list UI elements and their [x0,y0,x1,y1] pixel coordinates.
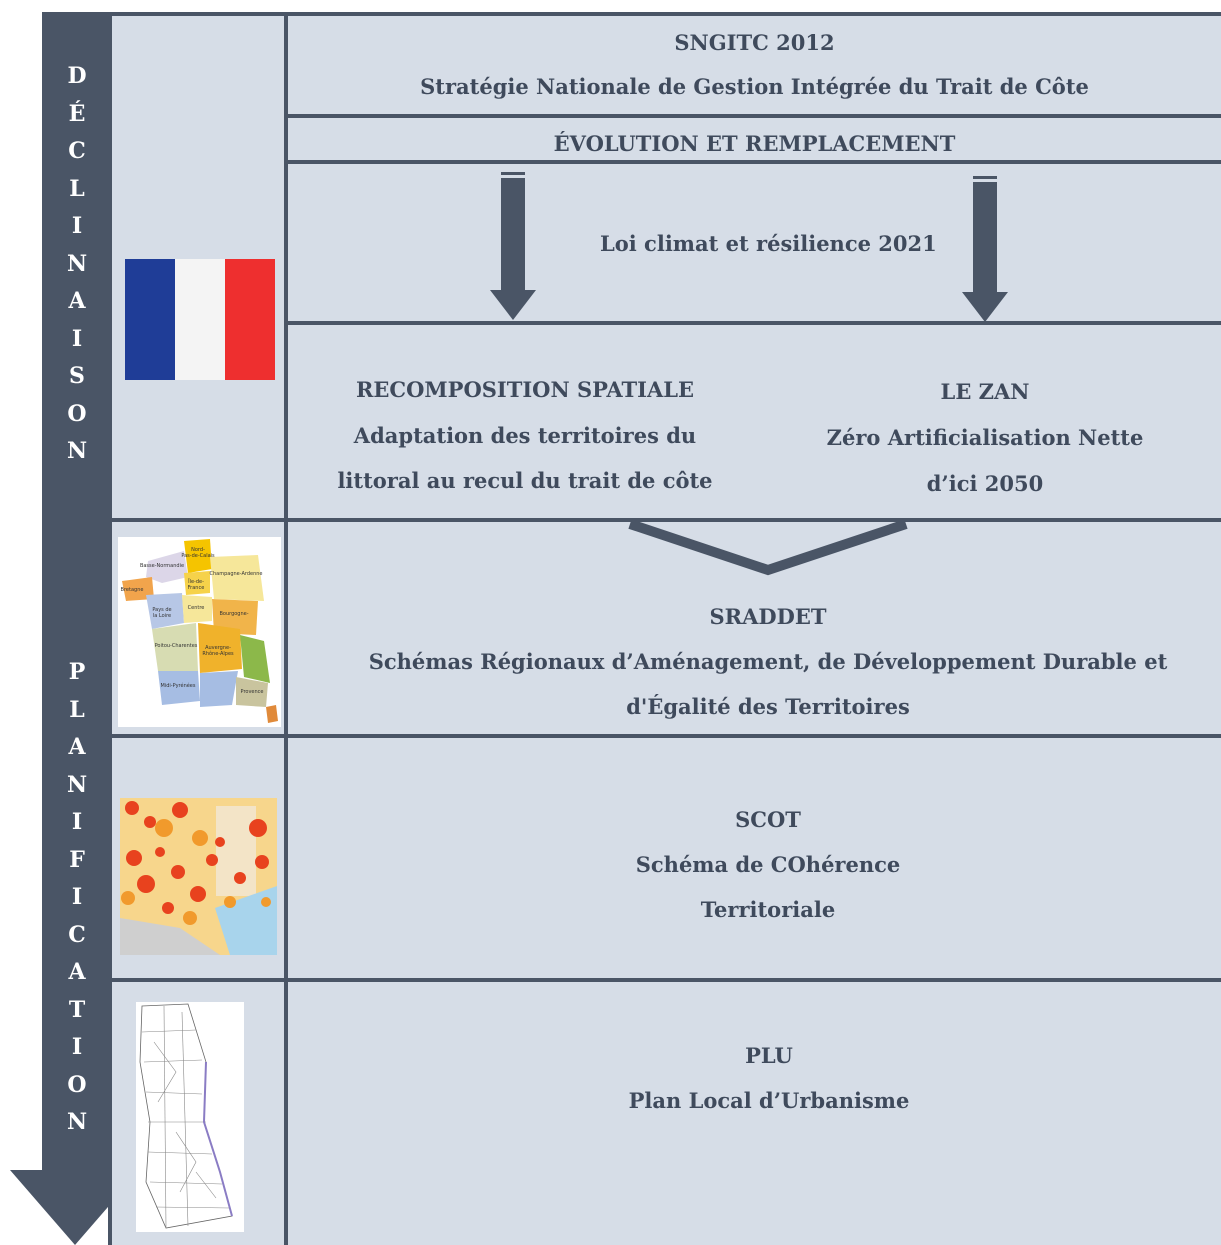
plu-subtitle: Plan Local d’Urbanisme [628,1088,910,1113]
svg-text:Rhône-Alpes: Rhône-Alpes [202,650,234,657]
zan-line1: Zéro Artificialisation Nette [826,425,1144,450]
france-flag-image [125,259,275,380]
column-divider [284,12,288,1245]
divider-national [108,518,1221,522]
svg-text:Auvergne-: Auvergne- [205,645,231,651]
svg-text:Basse-Normandie: Basse-Normandie [140,563,184,569]
scot-heatmap-image [120,798,277,955]
declinaison-letter: A [68,288,86,314]
planification-letter: T [68,996,86,1023]
sngitc-subtitle: Stratégie Nationale de Gestion Intégrée … [420,74,1089,99]
plu-title: PLU [745,1043,793,1068]
zan-title: LE ZAN [940,379,1030,404]
planification-letter: L [69,696,85,723]
planification-letter: P [68,659,86,685]
divider-sngitc [284,114,1221,118]
planification-letter: N [66,771,88,798]
planification-letter: F [69,846,85,873]
sraddet-line2: d'Égalité des Territoires [626,694,910,719]
svg-text:la Loire: la Loire [153,613,171,619]
divider-sraddet [108,734,1221,738]
svg-text:Bourgogne-: Bourgogne- [219,611,248,617]
declinaison-letter: D [67,63,87,89]
svg-text:Provence: Provence [241,689,264,695]
declinaison-letter: N [66,250,88,277]
svg-text:Centre: Centre [188,605,205,611]
recomposition-line1: Adaptation des territoires du [353,423,697,448]
svg-text:Nord-: Nord- [191,547,205,553]
svg-text:Pays de: Pays de [152,607,171,613]
svg-text:Poitou-Charentes: Poitou-Charentes [155,643,198,649]
planification-letter: C [68,921,86,948]
france-regions-map-image: Nord-Pas-de-Calais Basse-Normandie Breta… [118,537,281,727]
declinaison-letter: I [71,213,83,239]
declinaison-letter: O [67,400,87,427]
planification-letter: A [68,959,86,985]
declinaison-letter: S [69,363,85,389]
recomposition-line2: littoral au recul du trait de côte [337,468,713,493]
evolution-title: ÉVOLUTION ET REMPLACEMENT [553,131,956,156]
top-border [108,12,1221,16]
scot-line2: Territoriale [700,897,836,922]
planning-scale-arrow [10,12,140,1245]
planification-letter: I [71,809,83,835]
plu-communes-map-image [136,1002,244,1232]
recomposition-title: RECOMPOSITION SPATIALE [355,377,695,402]
svg-text:Midi-Pyrénées: Midi-Pyrénées [161,682,196,689]
sraddet-line1: Schémas Régionaux d’Aménagement, de Déve… [368,649,1168,674]
svg-text:Bretagne: Bretagne [121,587,144,593]
planification-letter: O [67,1071,87,1098]
scot-title: SCOT [735,807,801,832]
column-border-left [108,12,112,1245]
merge-chevron-icon [628,519,908,576]
declinaison-letter: I [71,325,83,352]
svg-text:Île-de-: Île-de- [188,578,204,585]
down-arrow-right-icon [962,176,1008,322]
divider-evolution [284,160,1221,164]
planification-letter: I [71,884,83,910]
divider-loi [284,321,1221,325]
main-column [288,12,1221,1245]
planification-letter: N [66,1109,88,1135]
planification-letter: A [68,734,86,760]
declinaison-letter: N [66,438,88,464]
scot-line1: Schéma de COhérence [635,852,901,877]
svg-text:France: France [188,585,205,591]
divider-scot [108,978,1221,982]
svg-text:Champagne-Ardenne: Champagne-Ardenne [210,571,263,577]
loi-climat-title: Loi climat et résilience 2021 [600,231,937,256]
down-arrow-left-icon [490,172,536,320]
declinaison-letter: É [68,100,86,127]
sraddet-title: SRADDET [709,604,827,629]
declinaison-letter: C [68,138,86,164]
declinaison-letter: L [69,175,85,202]
planification-letter: I [71,1034,83,1060]
zan-line2: d’ici 2050 [926,471,1044,496]
sngitc-title: SNGITC 2012 [674,30,835,55]
svg-text:Pas-de-Calais: Pas-de-Calais [181,553,215,559]
